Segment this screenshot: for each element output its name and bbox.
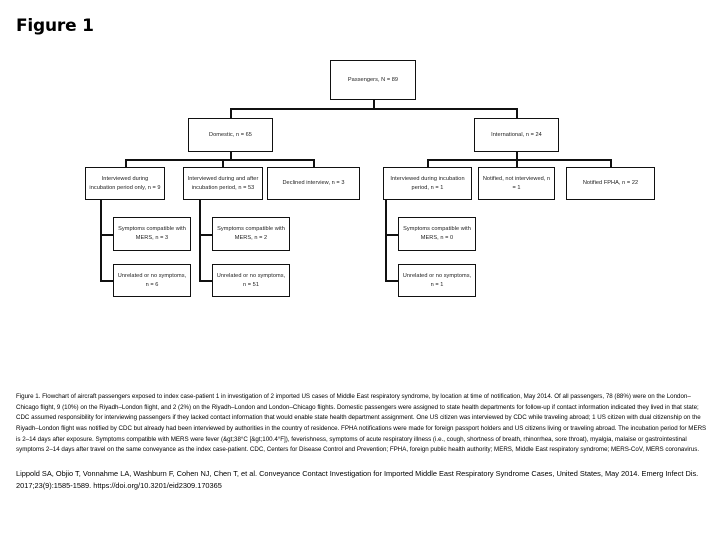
node-passengers: Passengers, N = 89: [330, 60, 416, 100]
node-international-notified-fpha: Notified FPHA, n = 22: [566, 167, 655, 200]
connector-to-international: [516, 108, 518, 119]
connector-branch-a-spine: [100, 200, 102, 281]
connector-branch-a-stub-unrelated: [100, 280, 114, 282]
node-symptoms-mers-domestic-b: Symptoms compatible with MERS, n = 2: [212, 217, 290, 251]
node-unrelated-no-symptoms-domestic-a: Unrelated or no symptoms, n = 6: [113, 264, 191, 297]
figure-caption: Figure 1. Flowchart of aircraft passenge…: [16, 393, 707, 454]
flowchart-diagram: Passengers, N = 89 Domestic, n = 65 Inte…: [85, 60, 655, 297]
connector-domestic-bus: [125, 159, 315, 161]
node-unrelated-no-symptoms-international: Unrelated or no symptoms, n = 1: [398, 264, 476, 297]
connector-to-domestic: [230, 108, 232, 119]
connector-branch-c-stub-unrelated: [385, 280, 399, 282]
node-unrelated-no-symptoms-domestic-b: Unrelated or no symptoms, n = 51: [212, 264, 290, 297]
connector-branch-c-spine: [385, 200, 387, 281]
connector-to-dom-declined: [313, 159, 315, 168]
connector-international-bus: [427, 159, 612, 161]
connector-to-intl-fpha: [610, 159, 612, 168]
connector-branch-b-spine: [199, 200, 201, 281]
connector-row1-bus: [230, 108, 518, 110]
connector-to-dom-incub-after: [222, 159, 224, 168]
node-international-notified-not-interviewed: Notified, not interviewed, n = 1: [478, 167, 555, 200]
node-domestic-declined-interview: Declined interview, n = 3: [267, 167, 360, 200]
node-symptoms-mers-international: Symptoms compatible with MERS, n = 0: [398, 217, 476, 251]
connector-domestic-stem: [230, 152, 232, 161]
figure-citation: Lippold SA, Objio T, Vonnahme LA, Washbu…: [16, 468, 699, 491]
page-title: Figure 1: [16, 16, 94, 36]
connector-to-dom-incub-only: [125, 159, 127, 168]
connector-root-stem: [373, 100, 375, 110]
connector-branch-a-stub-mers: [100, 234, 114, 236]
node-domestic-interviewed-during-and-after: Interviewed during and after incubation …: [183, 167, 263, 200]
node-international-interviewed-incubation: Interviewed during incubation period, n …: [383, 167, 472, 200]
node-international: International, n = 24: [474, 118, 559, 152]
connector-to-intl-notified: [516, 159, 518, 168]
connector-branch-b-stub-mers: [199, 234, 213, 236]
connector-to-intl-incub: [427, 159, 429, 168]
connector-branch-b-stub-unrelated: [199, 280, 213, 282]
node-domestic: Domestic, n = 65: [188, 118, 273, 152]
node-domestic-interviewed-incubation-only: Interviewed during incubation period onl…: [85, 167, 165, 200]
connector-international-stem: [516, 152, 518, 161]
node-symptoms-mers-domestic-a: Symptoms compatible with MERS, n = 3: [113, 217, 191, 251]
connector-branch-c-stub-mers: [385, 234, 399, 236]
caption-block: Figure 1. Flowchart of aircraft passenge…: [16, 392, 708, 493]
